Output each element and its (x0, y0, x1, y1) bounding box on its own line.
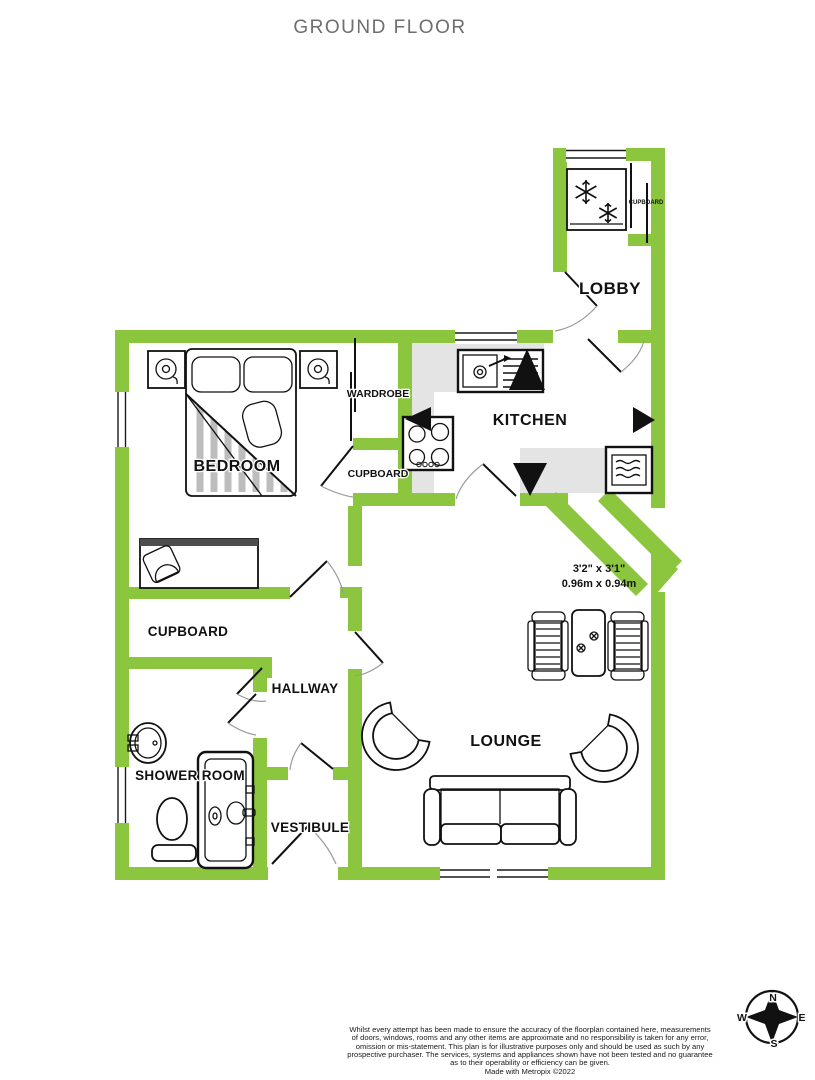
room-label-bedroom: BEDROOM (193, 458, 280, 475)
basin (127, 722, 167, 764)
room-label-hallway: HALLWAY (272, 681, 339, 696)
bed (185, 348, 297, 497)
sofa (423, 775, 577, 846)
door-entrance (271, 825, 337, 865)
table-decor (576, 631, 599, 653)
window-kitchen-top (455, 329, 517, 344)
door-lobby-outer (554, 271, 598, 332)
snowflake-icon (575, 180, 618, 224)
door-lobby-kitchen (587, 338, 645, 373)
door-lounge (354, 631, 384, 677)
disclaimer-line: of doors, windows, rooms and any other i… (351, 1033, 709, 1043)
shower-cubicle (196, 750, 256, 870)
dining-chair-left (527, 611, 569, 681)
window-lounge-bottom (440, 866, 548, 881)
windows (114, 147, 626, 881)
disclaimer-line: prospective purchaser. The services, sys… (347, 1049, 713, 1059)
toilet (151, 797, 197, 862)
door-shower-room (227, 693, 257, 736)
compass-s: S (770, 1038, 777, 1050)
window-lobby-top (566, 147, 626, 162)
credit-line: Made with Metropix ©2022 (484, 1066, 576, 1076)
room-label-wardrobe: WARDROBE (347, 388, 409, 400)
room-label-lobby: LOBBY (579, 279, 641, 298)
room-label-kitchen: KITCHEN (493, 412, 568, 429)
door-bedroom (289, 560, 344, 598)
room-label-cupboard-lobby: CUPBOARD (629, 200, 664, 206)
wardrobe-lines (350, 338, 356, 441)
door-bedroom-cupboard (320, 445, 354, 498)
compass-n: N (769, 992, 777, 1004)
room-label-shower-room: SHOWER ROOM (135, 768, 245, 783)
store-dimension-imperial: 3'2" x 3'1" (573, 563, 625, 575)
room-label-lounge: LOUNGE (470, 733, 541, 750)
compass-w: W (737, 1012, 747, 1024)
page-title: GROUND FLOOR (293, 17, 467, 38)
door-kitchen-hallway (455, 463, 517, 500)
tub-chair-right (569, 713, 639, 783)
desk (139, 538, 259, 589)
tub-chair-left (361, 701, 431, 771)
kitchen-markers (405, 349, 655, 496)
disclaimer-line: as to their operability or efficiency ca… (450, 1058, 610, 1068)
room-label-vestibule: VESTIBULE (271, 820, 349, 835)
dining-chair-right (607, 611, 649, 681)
disclaimer-line: Whilst every attempt has been made to en… (349, 1024, 711, 1034)
door-vestibule (289, 742, 334, 771)
room-label-cupboard-bedroom: CUPBOARD (348, 468, 409, 480)
door-cupboard-room (236, 667, 267, 702)
lobby-cupboard-lines (630, 163, 648, 243)
bedside-table-left (147, 350, 186, 389)
disclaimer-line: omission or mis-statement. This plan is … (355, 1041, 705, 1051)
compass-e: E (798, 1012, 805, 1024)
disclaimer: Whilst every attempt has been made to en… (245, 1024, 815, 1076)
doors (227, 271, 645, 865)
window-bedroom-left (114, 392, 129, 447)
store-dimension-metric: 0.96m x 0.94m (562, 578, 637, 590)
window-shower-left (114, 767, 129, 823)
fridge-freezer (566, 168, 627, 231)
room-label-cupboard-room: CUPBOARD (148, 624, 228, 639)
bedside-table-right (299, 350, 338, 389)
dining-table-set (527, 609, 649, 681)
compass-rose: N E S W (736, 989, 807, 1052)
oven (604, 445, 654, 495)
